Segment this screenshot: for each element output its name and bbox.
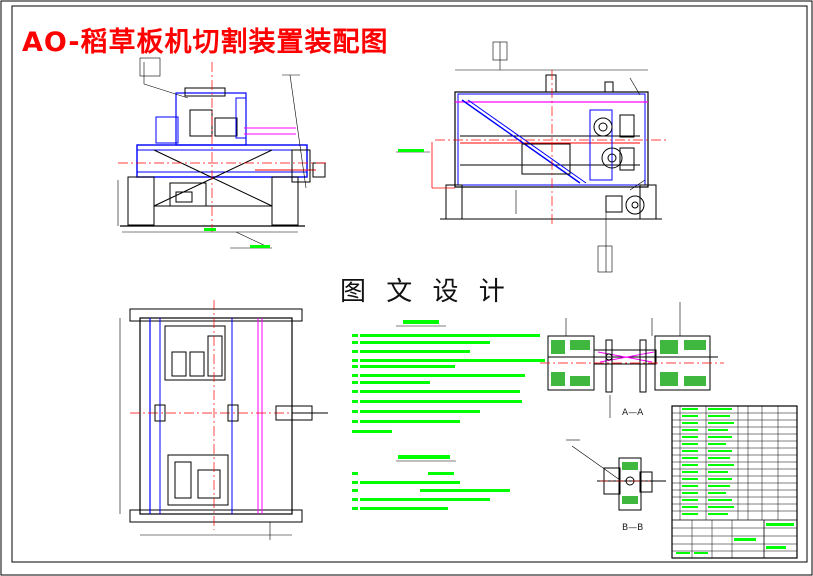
side-view-pulley	[625, 195, 645, 215]
top-view-frame	[139, 317, 293, 515]
watermark-text: 图 文 设 计	[340, 277, 511, 307]
front-view-right-leg	[271, 176, 299, 226]
title-block-frame	[671, 405, 798, 559]
section-b-b	[566, 439, 666, 511]
front-view-motor	[169, 182, 207, 207]
side-view-right-leg	[639, 184, 657, 220]
drawing-title: AO-稻草板机切割装置装配图	[22, 27, 389, 58]
front-view	[117, 57, 326, 249]
side-view	[396, 41, 668, 273]
section-label-b: B—B	[622, 523, 644, 533]
side-view-gearbox	[521, 143, 571, 175]
top-view-upper-block	[164, 325, 226, 381]
section-b-flange	[618, 457, 642, 511]
section-a-a	[540, 302, 724, 418]
top-view-lower-block	[167, 454, 229, 506]
top-view	[119, 300, 328, 540]
front-view-left-leg	[127, 176, 155, 226]
main-parameters	[352, 455, 510, 510]
inner-frame	[11, 5, 808, 563]
side-view-frame	[454, 91, 649, 188]
title-block	[671, 405, 798, 559]
technical-requirements	[352, 320, 545, 433]
section-label-a: A—A	[622, 408, 644, 418]
section-a-shaft	[593, 349, 657, 365]
side-view-left-leg	[445, 184, 463, 220]
